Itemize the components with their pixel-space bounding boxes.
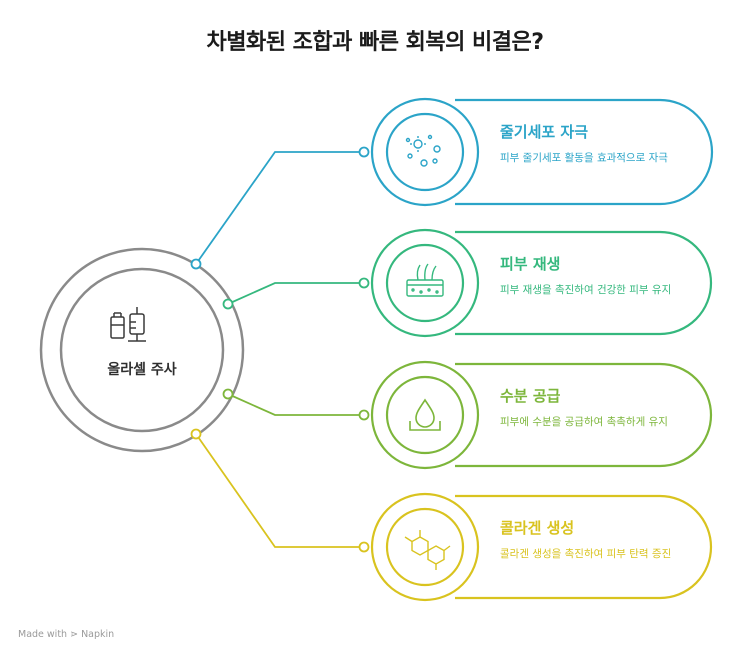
item-desc-skin-regeneration: 피부 재생을 촉진하여 건강한 피부 유지	[500, 284, 672, 296]
item-title-stem-cell: 줄기세포 자극	[500, 123, 589, 141]
item-desc-collagen: 콜라겐 생성을 촉진하여 피부 탄력 증진	[500, 548, 672, 560]
item-desc-hydration: 피부에 수분을 공급하여 촉촉하게 유지	[500, 416, 668, 428]
center-node	[39, 247, 245, 453]
center-label: 올라셀 주사	[107, 362, 177, 378]
molecule-icon	[404, 530, 451, 570]
item-card-stem-cell	[370, 97, 714, 207]
item-title-collagen: 콜라겐 생성	[500, 519, 575, 537]
item-desc-stem-cell: 피부 줄기세포 활동을 효과적으로 자극	[500, 152, 668, 164]
cells-sparkle-icon	[405, 134, 441, 167]
skin-layer-hair-icon	[406, 263, 444, 297]
vial-syringe-icon	[110, 307, 146, 342]
page-title: 차별화된 조합과 빠른 회복의 비결은?	[206, 30, 545, 55]
connector-2	[227, 282, 364, 305]
water-drop-icon	[409, 398, 441, 431]
connector-1	[195, 151, 364, 265]
item-title-hydration: 수분 공급	[500, 387, 561, 405]
connector-3	[227, 393, 364, 416]
item-card-hydration	[370, 360, 713, 470]
item-card-skin-regeneration	[370, 228, 713, 338]
made-with-napkin-footer: Made with ⋗ Napkin	[18, 629, 115, 640]
connector-4	[195, 433, 364, 548]
item-title-skin-regeneration: 피부 재생	[500, 255, 561, 273]
item-card-collagen	[370, 492, 713, 602]
